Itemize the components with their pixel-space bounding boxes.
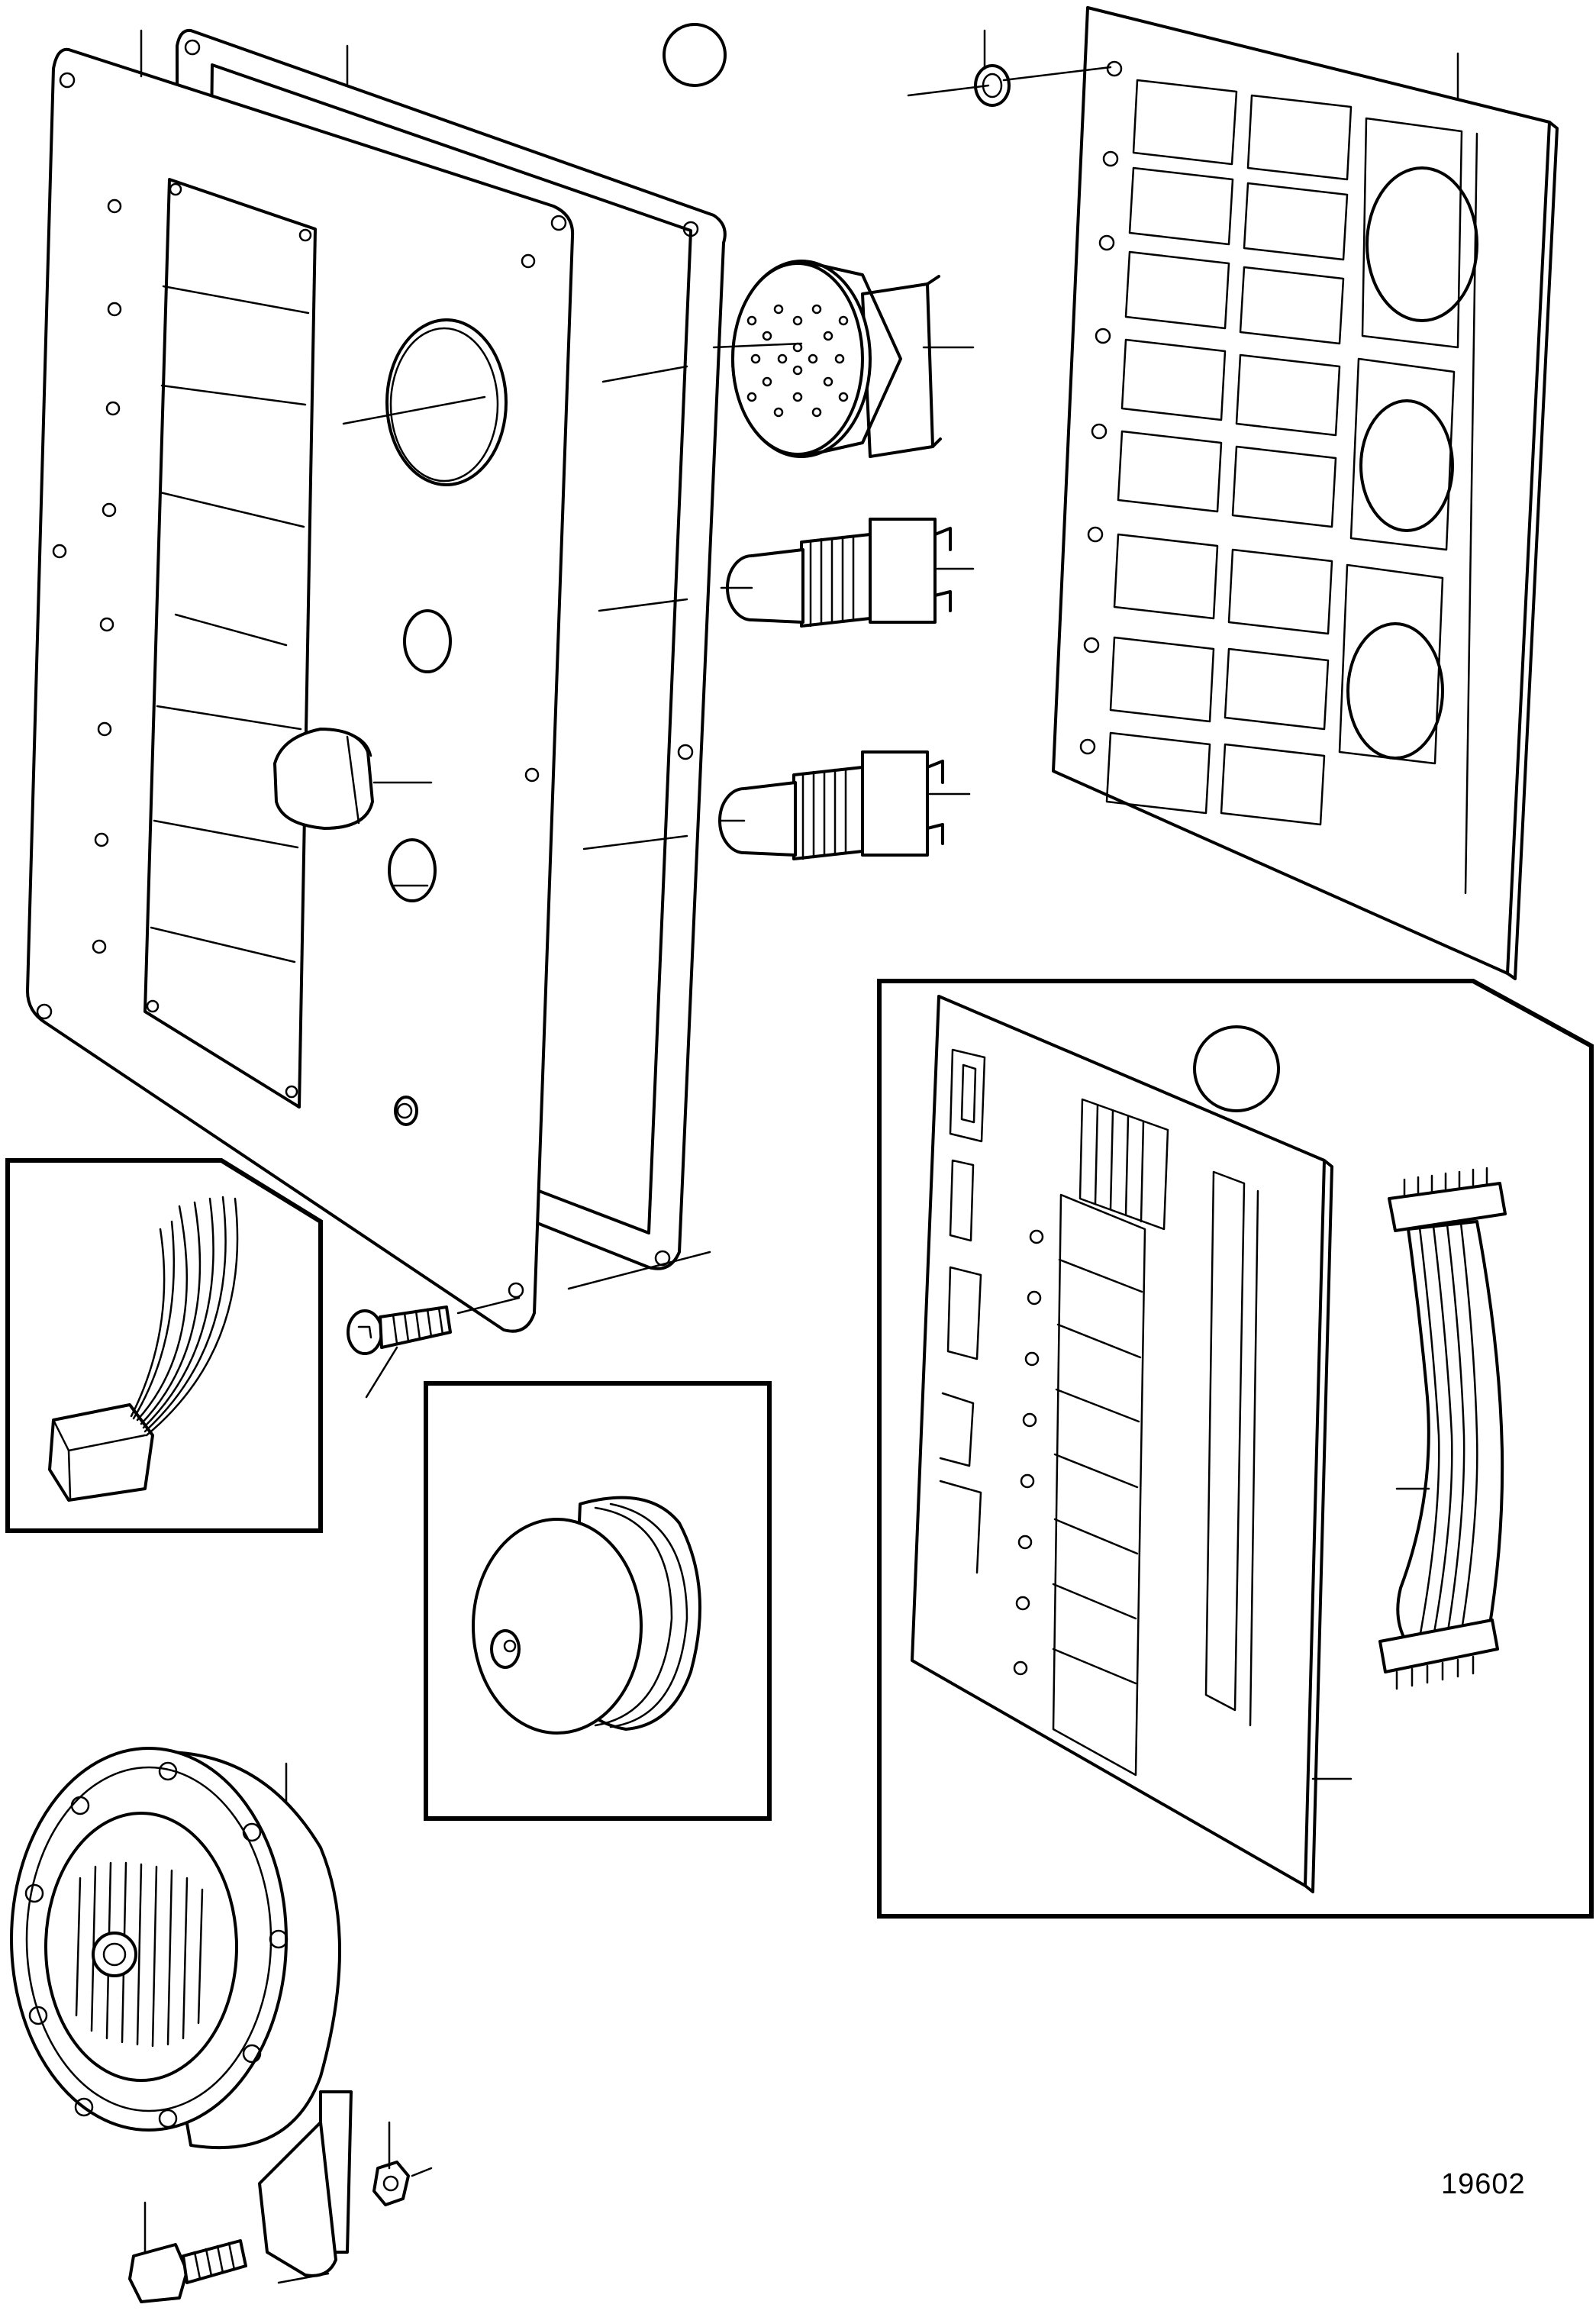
- rear-label-plate: [1052, 6, 1559, 980]
- bell-box: [424, 1381, 772, 1821]
- washer: [974, 64, 1011, 107]
- push-button-switch-lower: [718, 750, 944, 860]
- leader-lines: [140, 29, 1459, 2254]
- horn-bolt: [128, 2239, 247, 2303]
- wiring-harness-box: [5, 1158, 323, 1533]
- bell: [472, 1496, 701, 1735]
- mounting-screw: [347, 1305, 452, 1355]
- buzzer: [731, 260, 942, 458]
- horn-nut: [372, 2161, 410, 2206]
- horn: [10, 1747, 353, 2284]
- circuit-board: [911, 995, 1333, 1893]
- ribbon-cable: [1378, 1167, 1507, 1690]
- reference-circle-top: [663, 23, 727, 87]
- rubber-cap: [273, 728, 374, 830]
- label-card: [150, 285, 310, 963]
- figure-number: 19602: [1441, 2168, 1526, 2200]
- circuit-board-box: [877, 979, 1594, 1919]
- front-panel-plate: [26, 47, 575, 1333]
- wiring-harness: [48, 1196, 239, 1502]
- push-button-switch-upper: [726, 518, 952, 628]
